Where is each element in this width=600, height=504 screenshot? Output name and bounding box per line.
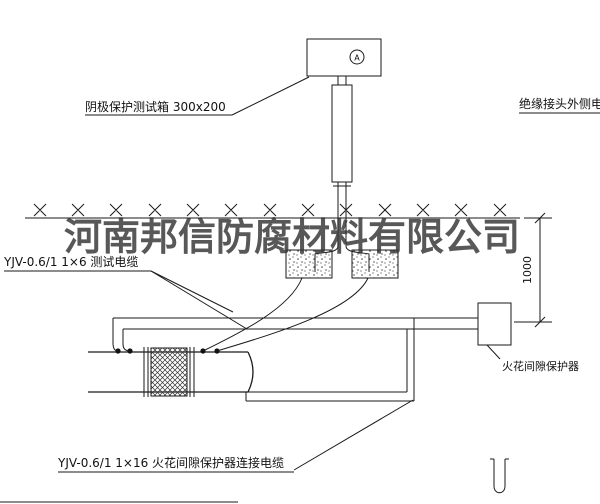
ammeter-icon (349, 49, 365, 65)
dimension-value: 1000 (521, 256, 534, 284)
ammeter-letter: A (354, 54, 360, 63)
pipeline (88, 347, 254, 397)
insulated-joint-cable-label: 绝缘接头外侧电缆 (519, 96, 600, 111)
concrete-blocks (285, 249, 399, 279)
concrete-block-left (285, 249, 333, 279)
cable-drop-left-2 (122, 329, 131, 352)
spark-gap-cable-label: YJV-0.6/1 1×16 火花间隙保护器连接电缆 (57, 455, 284, 470)
spark-gap-cable-leader (293, 399, 414, 471)
ground-hatch-marks (33, 203, 507, 217)
spark-gap-leader (486, 344, 501, 360)
test-cable-leader-1 (150, 270, 234, 313)
company-watermark: 河南邦信防腐材料有限公司 (64, 214, 520, 259)
test-box-leader (231, 76, 310, 116)
pipe-section-symbol (490, 458, 509, 494)
dimension: 1000 (514, 212, 552, 328)
annotation-spark-gap-cable: YJV-0.6/1 1×16 火花间隙保护器连接电缆 (57, 399, 414, 473)
concrete-block-right (351, 249, 399, 279)
cable-drop-left-1 (112, 318, 119, 352)
test-box-label: 阴极保护测试箱 300x200 (85, 99, 226, 114)
test-box: A (306, 38, 382, 77)
dimension-ticks (534, 212, 546, 328)
annotation-test-box: 阴极保护测试箱 300x200 (85, 76, 310, 116)
test-cable-right-block (216, 277, 369, 352)
annotation-test-cable: YJV-0.6/1 1×6 测试电缆 (3, 254, 248, 330)
test-cable-label: YJV-0.6/1 1×6 测试电缆 (3, 254, 138, 269)
cables (112, 277, 478, 402)
annotation-insulated-joint-cable: 绝缘接头外侧电缆 (519, 96, 600, 114)
insulating-joint-hatch (150, 347, 188, 397)
pipe-end-cap (247, 351, 254, 393)
test-cable-leader-2 (150, 270, 248, 330)
spark-gap-protector-body (477, 302, 512, 346)
conduit-casing (331, 84, 353, 183)
test-box-body (306, 38, 382, 77)
test-cable-left-block (202, 277, 303, 352)
spark-gap-label: 火花间隙保护器 (502, 359, 579, 373)
spark-gap-protector (477, 302, 512, 360)
ground (25, 203, 520, 219)
